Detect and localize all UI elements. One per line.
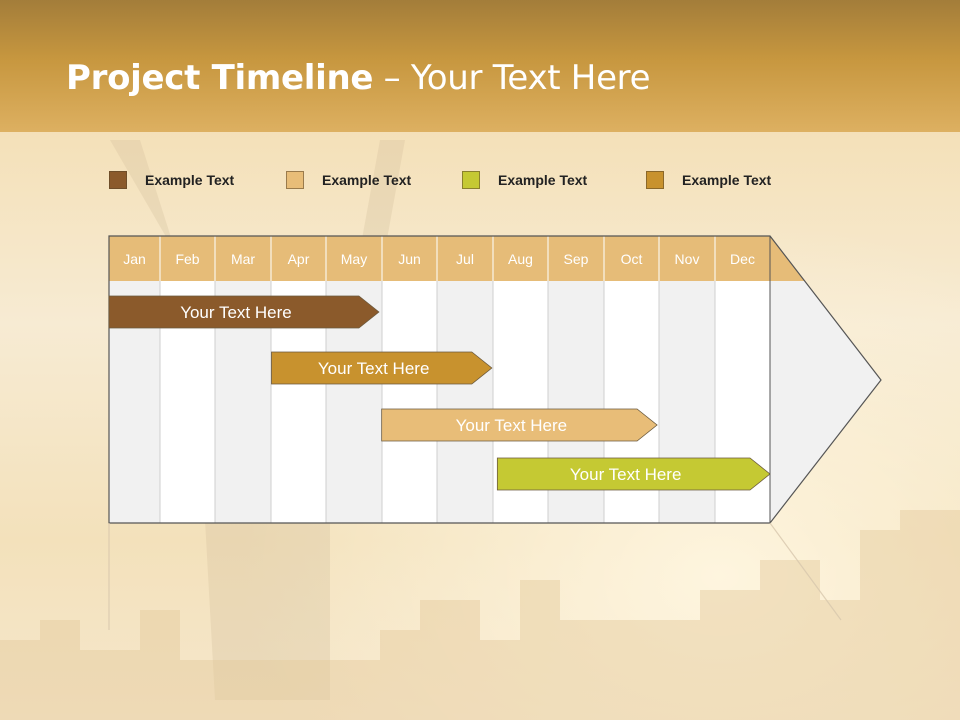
slide-title: Project Timeline – Your Text Here bbox=[66, 58, 651, 98]
month-label: Dec bbox=[730, 251, 755, 267]
legend-swatch bbox=[462, 171, 480, 189]
month-label: Jan bbox=[123, 251, 146, 267]
title-band bbox=[0, 0, 960, 132]
month-label: Oct bbox=[621, 251, 643, 267]
legend-label: Example Text bbox=[322, 172, 412, 188]
month-label: Nov bbox=[675, 251, 700, 267]
arrow-tip bbox=[770, 281, 881, 523]
month-header bbox=[109, 236, 770, 281]
month-label: Apr bbox=[288, 251, 310, 267]
task-arrow bbox=[271, 351, 493, 385]
month-label: Jun bbox=[398, 251, 421, 267]
task-label: Your Text Here bbox=[318, 359, 430, 378]
task-arrow bbox=[496, 457, 771, 491]
timeline-outline bbox=[108, 235, 882, 524]
legend-label: Example Text bbox=[498, 172, 588, 188]
task-arrow bbox=[381, 408, 658, 442]
title-rest: – Your Text Here bbox=[373, 58, 651, 98]
month-label: Sep bbox=[564, 251, 589, 267]
month-column bbox=[437, 281, 493, 523]
legend-swatch bbox=[646, 171, 664, 189]
legend-swatch bbox=[109, 171, 127, 189]
month-label: Jul bbox=[456, 251, 474, 267]
month-label: May bbox=[341, 251, 367, 267]
month-label: Mar bbox=[231, 251, 255, 267]
legend-swatch bbox=[286, 171, 304, 189]
month-label: Feb bbox=[175, 251, 199, 267]
task-label: Your Text Here bbox=[180, 303, 292, 322]
legend-label: Example Text bbox=[145, 172, 235, 188]
legend-label: Example Text bbox=[682, 172, 772, 188]
timeline-reflection bbox=[108, 522, 842, 630]
task-arrow bbox=[108, 295, 380, 329]
title-bold: Project Timeline bbox=[66, 58, 374, 98]
month-label: Aug bbox=[508, 251, 533, 267]
task-label: Your Text Here bbox=[456, 416, 568, 435]
task-label: Your Text Here bbox=[570, 465, 682, 484]
